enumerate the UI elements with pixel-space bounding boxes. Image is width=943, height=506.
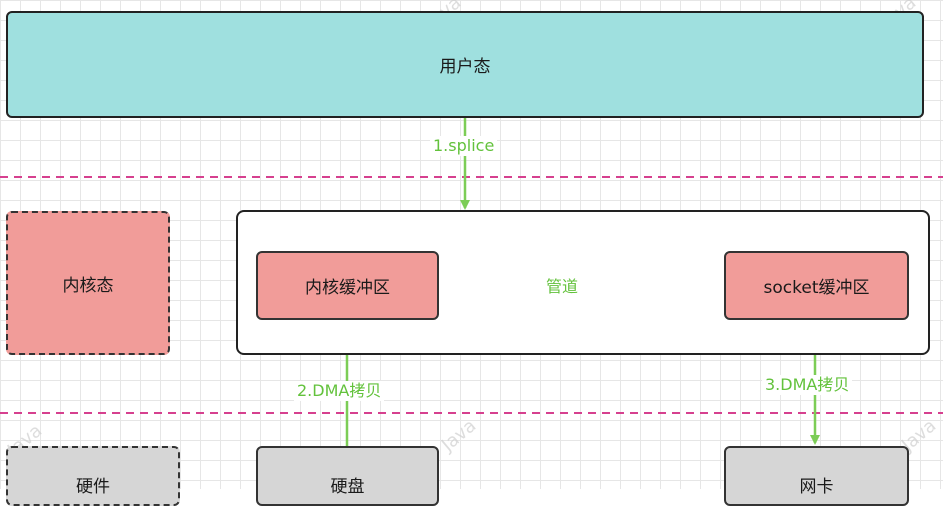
dma-out-edge-label: 3.DMA拷贝 bbox=[762, 375, 853, 395]
kernel-buffer-label: 内核缓冲区 bbox=[305, 278, 390, 298]
kernel-space-label: 内核态 bbox=[62, 275, 114, 296]
user-space-box: 用户态 bbox=[6, 11, 924, 118]
disk-box: 硬盘 bbox=[256, 446, 439, 506]
hardware-label: 硬件 bbox=[76, 477, 110, 497]
socket-buffer-box: socket缓冲区 bbox=[724, 251, 909, 320]
hardware-box: 硬件 bbox=[6, 446, 180, 506]
dma-in-edge-label: 2.DMA拷贝 bbox=[294, 381, 385, 401]
user-space-label: 用户态 bbox=[439, 57, 491, 77]
nic-box: 网卡 bbox=[724, 446, 909, 506]
splice-edge-label: 1.splice bbox=[430, 136, 498, 156]
kernel-space-box: 内核态 bbox=[6, 211, 170, 355]
kernel-buffer-box: 内核缓冲区 bbox=[256, 251, 439, 320]
pipe-edge-label: 管道 bbox=[543, 277, 582, 297]
disk-label: 硬盘 bbox=[330, 477, 365, 497]
nic-label: 网卡 bbox=[799, 477, 834, 497]
socket-buffer-label: socket缓冲区 bbox=[763, 278, 870, 298]
